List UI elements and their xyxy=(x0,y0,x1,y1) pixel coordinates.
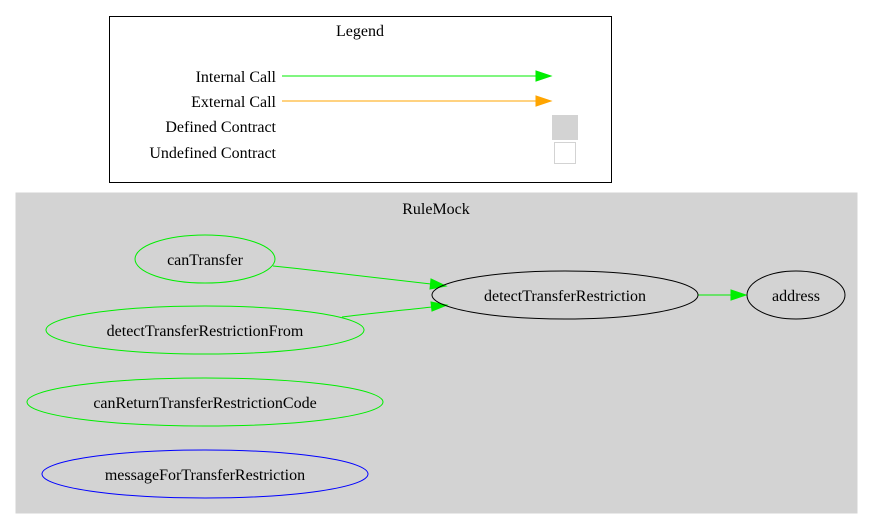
legend-undefined-contract-swatch xyxy=(554,142,576,164)
legend-frame xyxy=(109,16,612,183)
legend-label-internal-call: Internal Call xyxy=(196,69,277,86)
node-address[interactable]: address xyxy=(746,270,846,320)
nodes: canTransfer detectTransferRestrictionFro… xyxy=(26,234,846,499)
legend-label-defined-contract: Defined Contract xyxy=(165,119,276,136)
edges xyxy=(272,265,748,318)
edge-line xyxy=(341,306,433,318)
cluster-rulemock: RuleMock xyxy=(15,192,858,514)
cluster-background xyxy=(15,192,858,514)
node-canreturntransferrestrictioncode[interactable]: canReturnTransferRestrictionCode xyxy=(26,377,384,427)
legend: Legend Internal Call External Call Defin… xyxy=(109,16,612,183)
node-label: canTransfer xyxy=(167,252,244,269)
cluster-title: RuleMock xyxy=(402,201,470,218)
node-detecttransferrestriction[interactable]: detectTransferRestriction xyxy=(431,270,699,320)
node-ellipse xyxy=(41,449,369,499)
node-label: messageForTransferRestriction xyxy=(105,467,305,484)
legend-internal-call-arrowhead xyxy=(535,70,553,82)
legend-external-call-arrowhead xyxy=(535,95,553,107)
node-label: detectTransferRestriction xyxy=(484,288,646,305)
edge-arrowhead xyxy=(730,289,748,301)
legend-label-undefined-contract: Undefined Contract xyxy=(149,145,276,162)
edge-detecttransferrestriction-to-address xyxy=(698,289,748,301)
node-ellipse xyxy=(746,270,846,320)
node-ellipse xyxy=(134,234,276,284)
legend-title: Legend xyxy=(336,23,384,40)
node-label: address xyxy=(772,288,820,305)
legend-label-external-call: External Call xyxy=(191,94,276,111)
node-label: canReturnTransferRestrictionCode xyxy=(93,395,316,412)
legend-defined-contract-swatch xyxy=(552,115,578,140)
node-label: detectTransferRestrictionFrom xyxy=(107,323,304,340)
node-cantransfer[interactable]: canTransfer xyxy=(134,234,276,284)
node-ellipse xyxy=(431,270,699,320)
node-messagefortransferrestriction[interactable]: messageForTransferRestriction xyxy=(41,449,369,499)
node-ellipse xyxy=(26,377,384,427)
node-detecttransferrestrictionfrom[interactable]: detectTransferRestrictionFrom xyxy=(45,305,365,355)
node-ellipse xyxy=(45,305,365,355)
edge-cantransfer-to-detecttransferrestriction xyxy=(272,265,448,290)
edge-line xyxy=(272,265,432,285)
